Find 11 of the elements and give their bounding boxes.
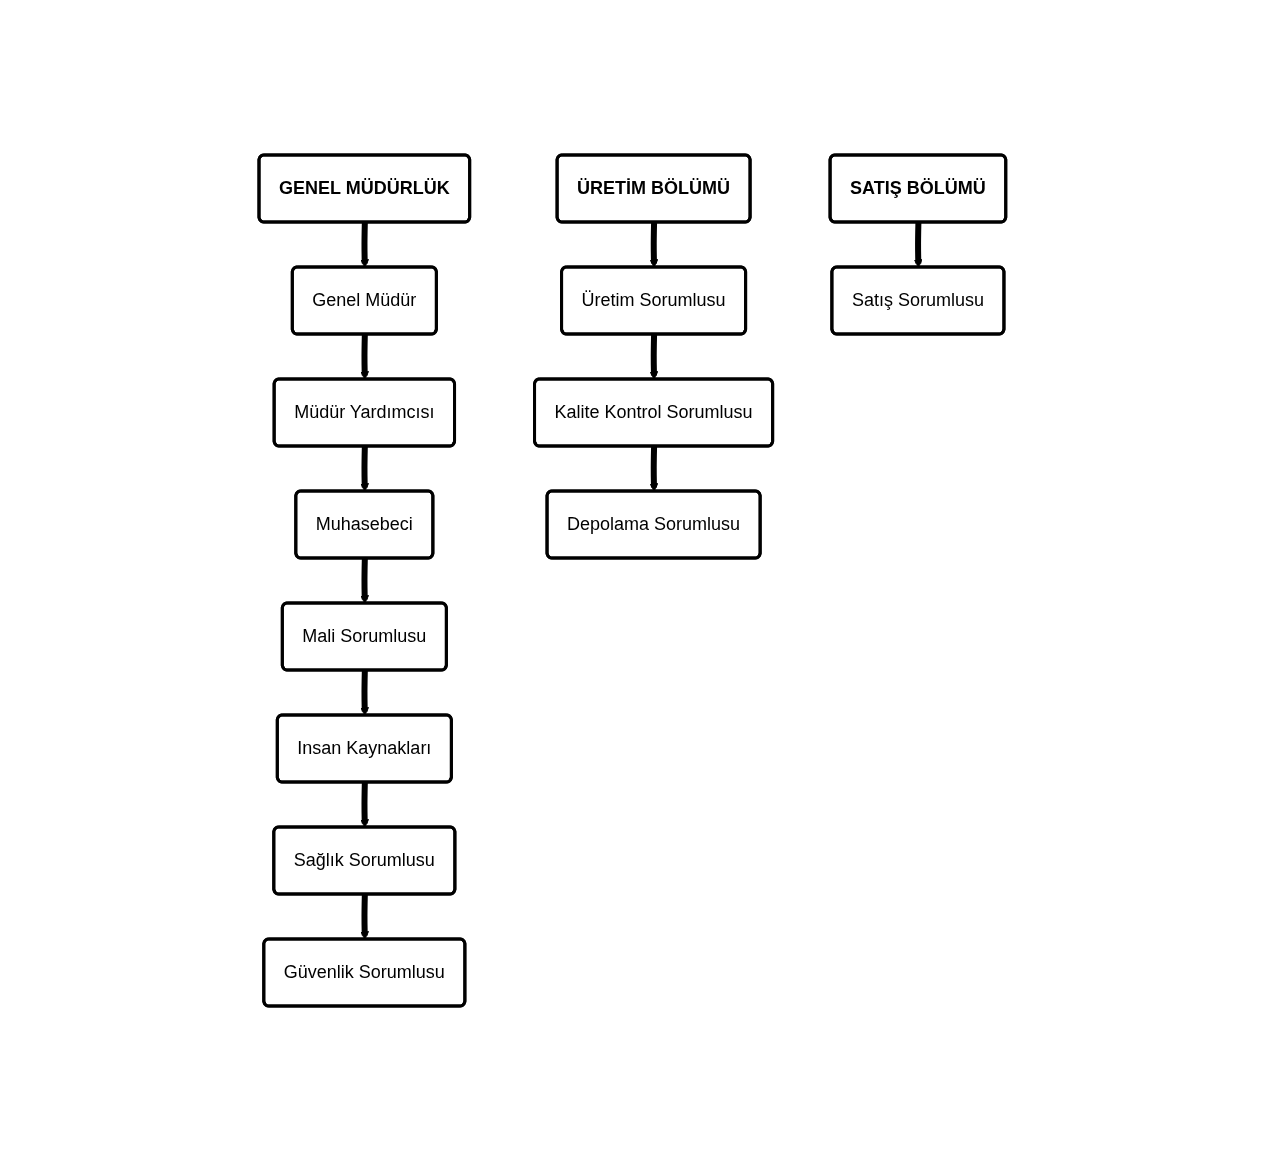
arrow: [913, 222, 923, 268]
arrow: [649, 446, 658, 492]
arrow: [649, 334, 658, 380]
arrow: [359, 670, 369, 716]
arrow: [359, 222, 369, 268]
arrow: [649, 222, 658, 268]
arrow: [359, 782, 369, 828]
arrow: [359, 446, 369, 492]
arrow: [359, 334, 369, 380]
arrow: [359, 558, 369, 604]
arrow: [359, 894, 369, 940]
